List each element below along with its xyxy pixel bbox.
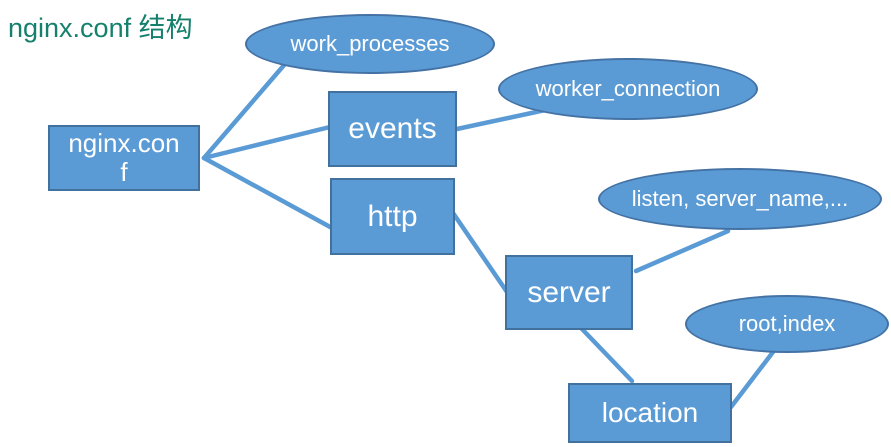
edge-nginx-conf-events	[201, 124, 333, 161]
edge-http-server	[450, 210, 510, 295]
node-listen-server-name: listen, server_name,...	[598, 168, 882, 230]
node-work-processes: work_processes	[245, 14, 495, 74]
edge-events-worker-connection	[454, 106, 553, 132]
node-events: events	[328, 91, 457, 167]
node-worker-connection: worker_connection	[498, 58, 758, 120]
edge-server-listen-server-name	[633, 228, 731, 274]
diagram-title: nginx.conf 结构	[8, 13, 193, 43]
node-worker-connection-label: worker_connection	[535, 76, 721, 101]
node-nginx-conf: nginx.conf	[48, 125, 200, 191]
node-http-label: http	[367, 199, 418, 233]
node-location-label: location	[601, 397, 699, 428]
node-server-label: server	[527, 275, 611, 309]
node-nginx-conf-label: nginx.conf	[68, 127, 180, 187]
node-root-index-label: root,index	[738, 311, 836, 336]
edge-server-location	[579, 326, 635, 384]
node-location: location	[568, 383, 732, 443]
node-events-label: events	[348, 112, 437, 145]
node-server: server	[505, 255, 633, 330]
edge-nginx-conf-http	[201, 155, 335, 231]
edge-location-root-index	[728, 349, 776, 410]
edge-nginx-conf-work-processes	[201, 61, 288, 161]
node-work-processes-label: work_processes	[290, 31, 450, 56]
node-root-index: root,index	[685, 295, 889, 353]
node-http: http	[330, 178, 455, 255]
node-listen-server-name-label: listen, server_name,...	[631, 186, 849, 211]
